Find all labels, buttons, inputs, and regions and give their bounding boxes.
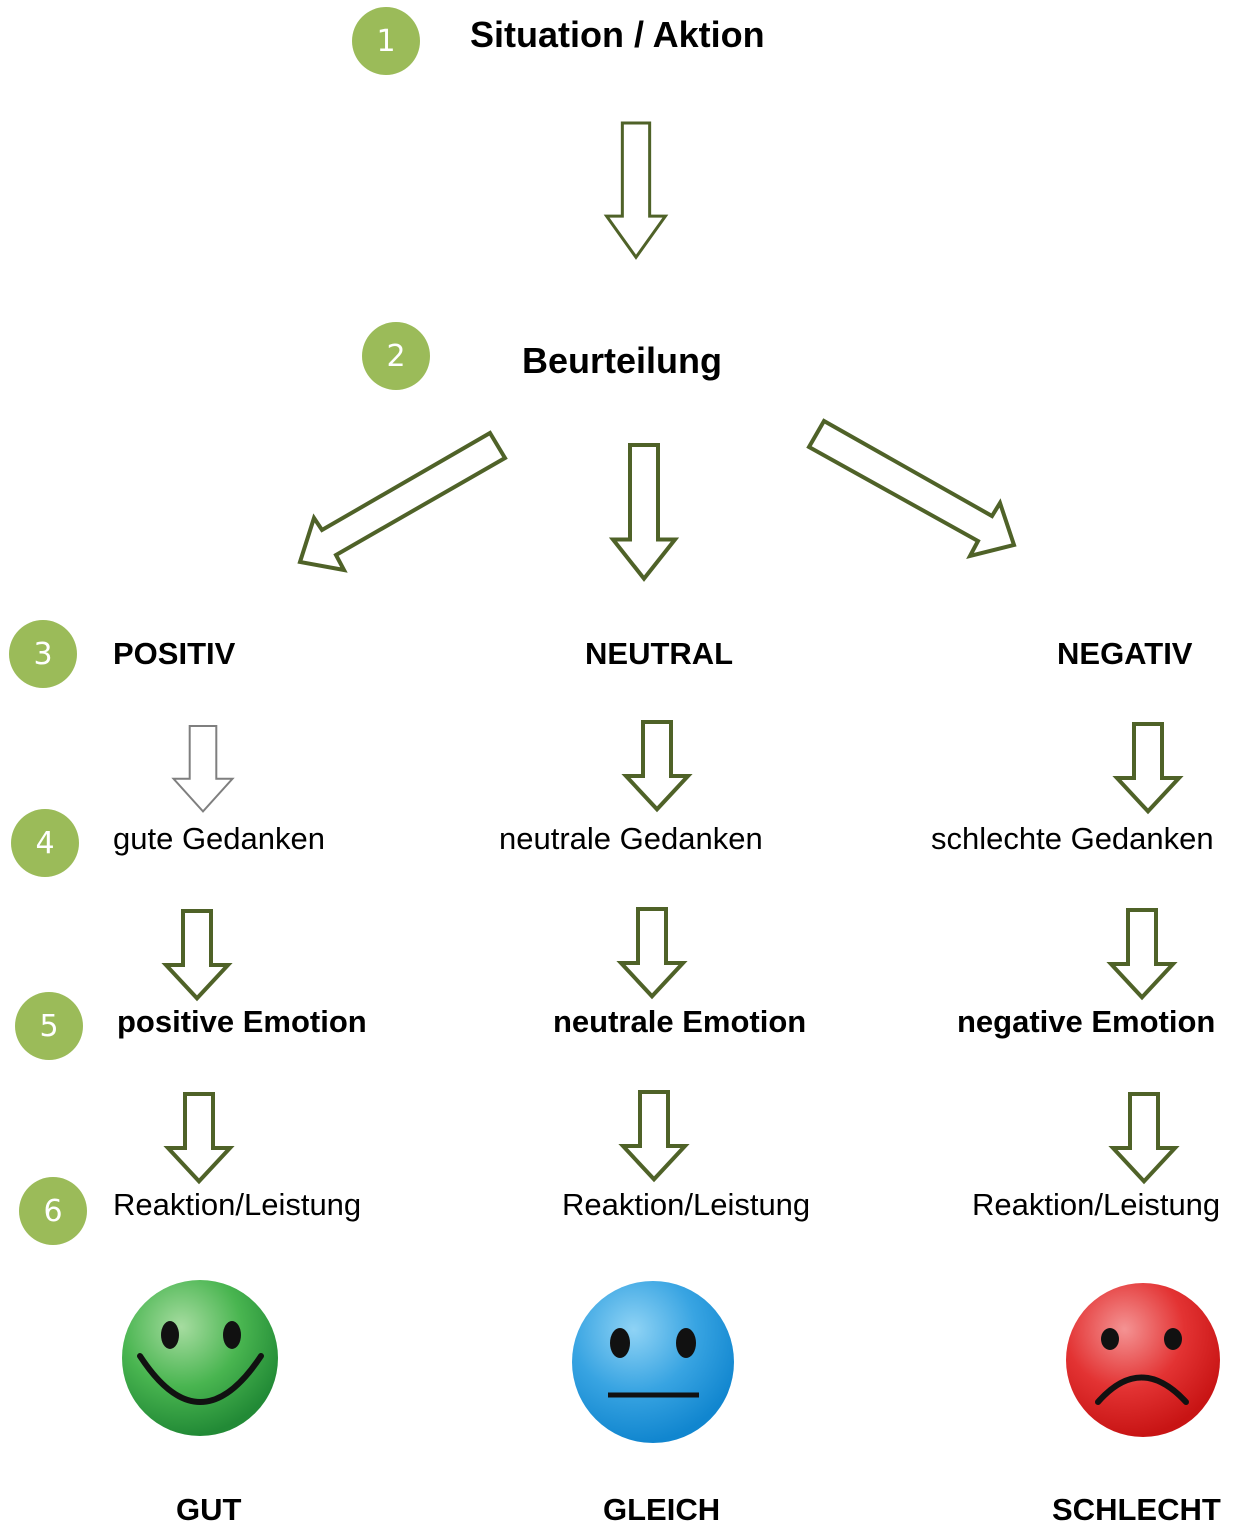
step-badge-3: 3 (9, 620, 77, 688)
step-badge-2: 2 (362, 322, 430, 390)
result-negative: SCHLECHT (1052, 1492, 1221, 1527)
assessment-positive: POSITIV (113, 636, 236, 671)
thoughts-negative: schlechte Gedanken (931, 821, 1214, 856)
arrow-down-left-icon (297, 430, 508, 573)
assessment-negative: NEGATIV (1057, 636, 1193, 671)
arrow-down-icon (607, 123, 666, 257)
arrow-down-icon (623, 1092, 685, 1179)
emotion-positive: positive Emotion (117, 1004, 367, 1039)
thoughts-neutral: neutrale Gedanken (499, 821, 763, 856)
reaction-negative: Reaktion/Leistung (972, 1187, 1221, 1222)
result-positive: GUT (176, 1492, 242, 1527)
result-neutral: GLEICH (603, 1492, 721, 1527)
reaction-neutral: Reaktion/Leistung (562, 1187, 811, 1222)
arrow-down-icon (168, 1094, 230, 1181)
assessment-label: Beurteilung (522, 340, 723, 381)
arrow-down-icon (166, 911, 228, 998)
situation-label: Situation / Aktion (470, 14, 765, 55)
emotion-neutral: neutrale Emotion (553, 1004, 807, 1039)
step-badge-5: 5 (15, 992, 83, 1060)
arrow-down-icon (1111, 910, 1173, 997)
step-badge-4: 4 (11, 809, 79, 877)
thoughts-positive: gute Gedanken (113, 821, 326, 856)
arrow-down-icon (1113, 1094, 1175, 1181)
reaction-positive: Reaktion/Leistung (113, 1187, 362, 1222)
arrow-down-icon (174, 726, 233, 811)
arrow-down-icon (621, 909, 683, 996)
happy-face-icon (122, 1280, 278, 1436)
step-badge-6: 6 (19, 1177, 87, 1245)
emotion-negative: negative Emotion (957, 1004, 1216, 1039)
arrow-down-right-icon (806, 418, 1017, 560)
neutral-face-icon (572, 1281, 734, 1443)
sad-face-icon (1066, 1283, 1220, 1437)
arrow-down-icon (626, 722, 688, 809)
step-badge-1: 1 (352, 7, 420, 75)
arrow-down-icon (1117, 724, 1179, 811)
assessment-neutral: NEUTRAL (585, 636, 734, 671)
arrow-down-icon (613, 445, 675, 579)
